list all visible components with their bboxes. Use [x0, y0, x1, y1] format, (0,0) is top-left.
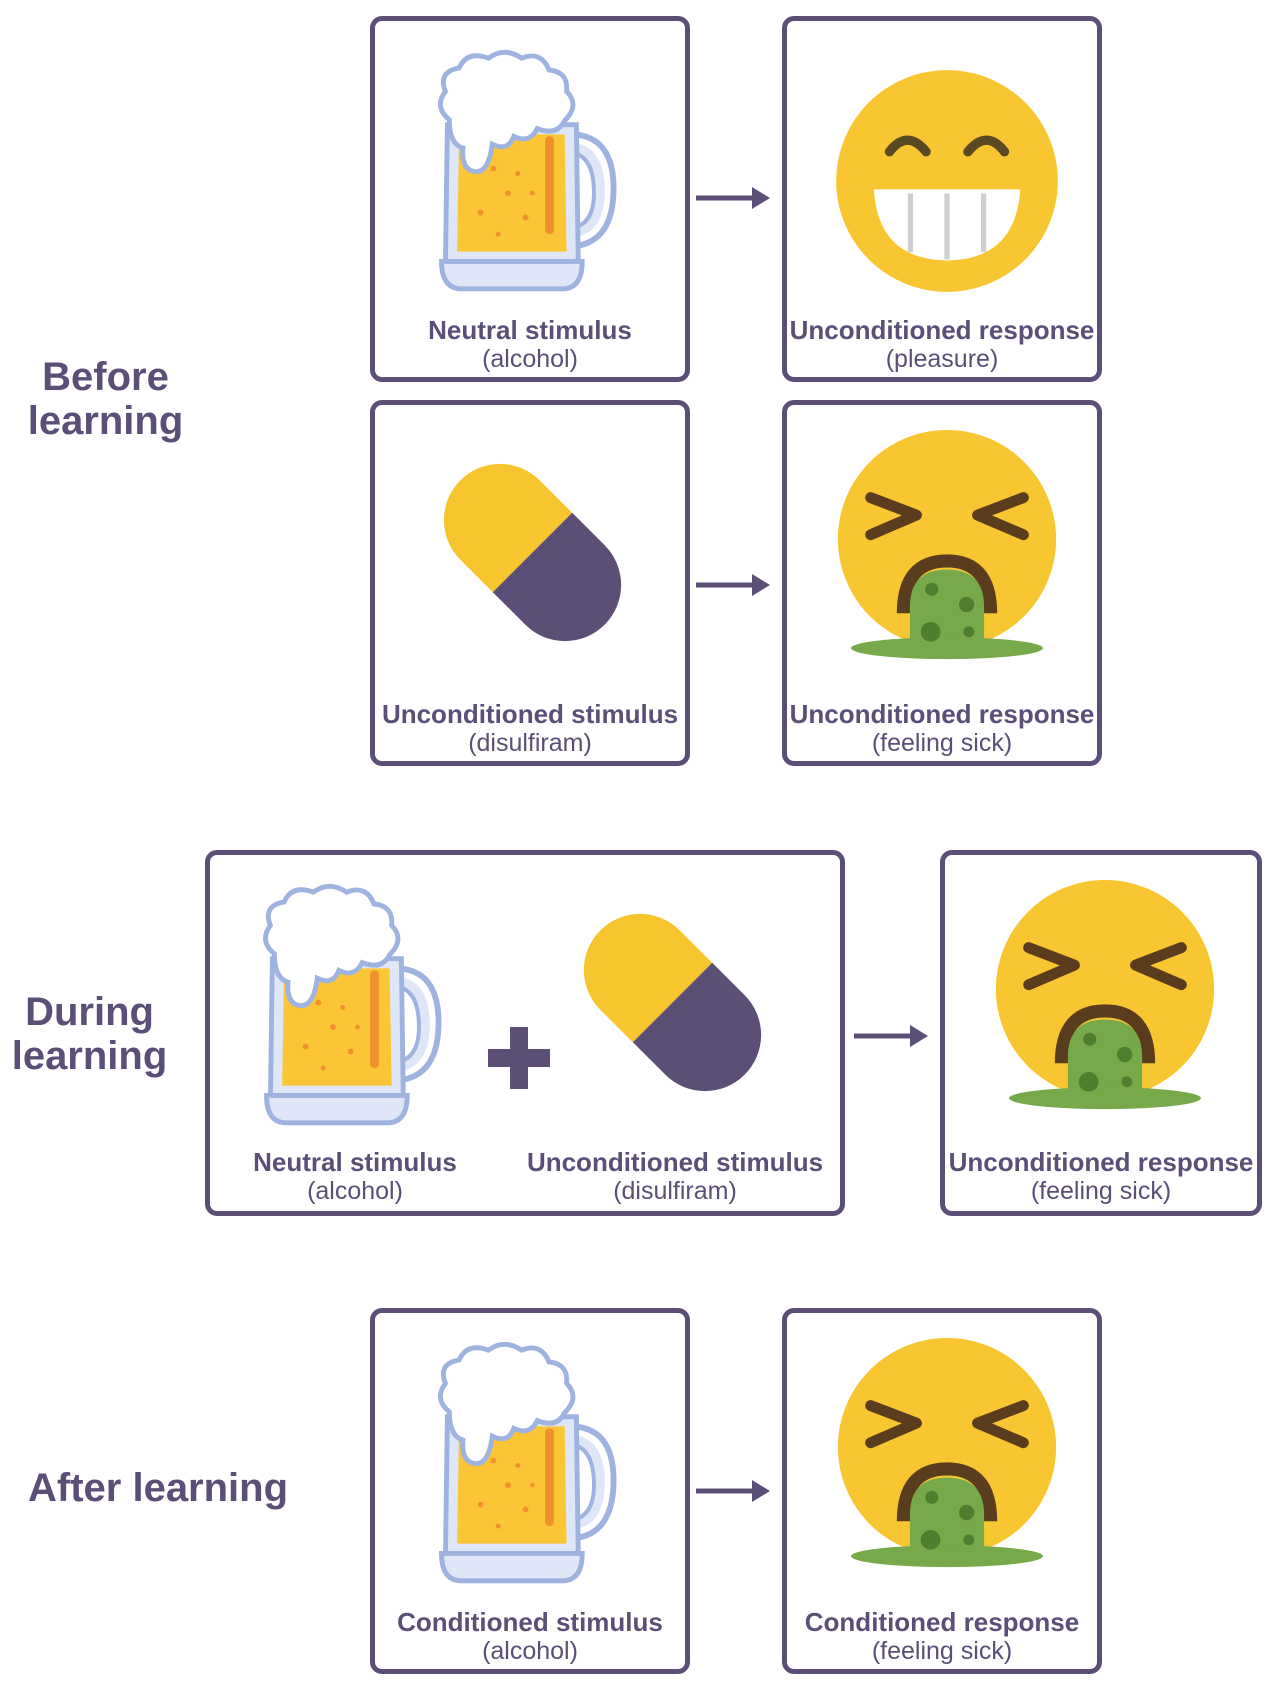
card-title: Unconditioned response — [789, 699, 1095, 729]
stage-label-during: During learning — [11, 990, 168, 1078]
grinning-face-icon — [832, 66, 1062, 296]
during-response-card: Unconditioned response (feeling sick) — [940, 850, 1262, 1216]
after-stimulus-card: Conditioned stimulus (alcohol) — [370, 1308, 690, 1674]
vomiting-face-icon — [985, 880, 1225, 1120]
card-subtitle: (disulfiram) — [613, 1177, 737, 1205]
card-title: Neutral stimulus — [428, 315, 632, 345]
vomiting-face-icon — [827, 430, 1067, 670]
stage-label-before: Before learning — [27, 355, 184, 443]
during-caption-alcohol: Neutral stimulus (alcohol) — [210, 1147, 500, 1205]
card-subtitle: (feeling sick) — [1030, 1177, 1172, 1205]
arrow-icon — [852, 1021, 932, 1051]
card-title: Unconditioned response — [948, 1147, 1254, 1177]
card-title: Unconditioned stimulus — [381, 699, 679, 729]
pill-capsule-icon — [410, 430, 655, 675]
card-subtitle: (pleasure) — [885, 345, 999, 373]
beer-mug-icon — [245, 865, 460, 1150]
arrow-icon — [694, 1476, 774, 1506]
card-title: Conditioned response — [804, 1607, 1080, 1637]
card-subtitle: (alcohol) — [307, 1177, 403, 1205]
plus-icon — [488, 1027, 550, 1089]
stage-label-after: After learning — [28, 1466, 289, 1510]
card-subtitle: (disulfiram) — [468, 729, 592, 757]
card-subtitle: (alcohol) — [482, 345, 578, 373]
beer-mug-icon — [420, 1323, 635, 1608]
arrow-icon — [694, 183, 774, 213]
before-row1-response-card: Unconditioned response (pleasure) — [782, 16, 1102, 382]
during-stimulus-card: Neutral stimulus (alcohol) Unconditioned… — [205, 850, 845, 1216]
card-title: Unconditioned response — [789, 315, 1095, 345]
vomiting-face-icon — [827, 1338, 1067, 1578]
pill-capsule-icon — [550, 880, 795, 1125]
during-caption-disulfiram: Unconditioned stimulus (disulfiram) — [510, 1147, 840, 1205]
card-subtitle: (alcohol) — [482, 1637, 578, 1665]
card-title: Unconditioned stimulus — [526, 1147, 824, 1177]
card-title: Neutral stimulus — [253, 1147, 457, 1177]
before-row1-stimulus-card: Neutral stimulus (alcohol) — [370, 16, 690, 382]
beer-mug-icon — [420, 31, 635, 316]
card-subtitle: (feeling sick) — [871, 729, 1013, 757]
before-row2-response-card: Unconditioned response (feeling sick) — [782, 400, 1102, 766]
card-subtitle: (feeling sick) — [871, 1637, 1013, 1665]
card-title: Conditioned stimulus — [397, 1607, 663, 1637]
arrow-icon — [694, 570, 774, 600]
before-row2-stimulus-card: Unconditioned stimulus (disulfiram) — [370, 400, 690, 766]
after-response-card: Conditioned response (feeling sick) — [782, 1308, 1102, 1674]
